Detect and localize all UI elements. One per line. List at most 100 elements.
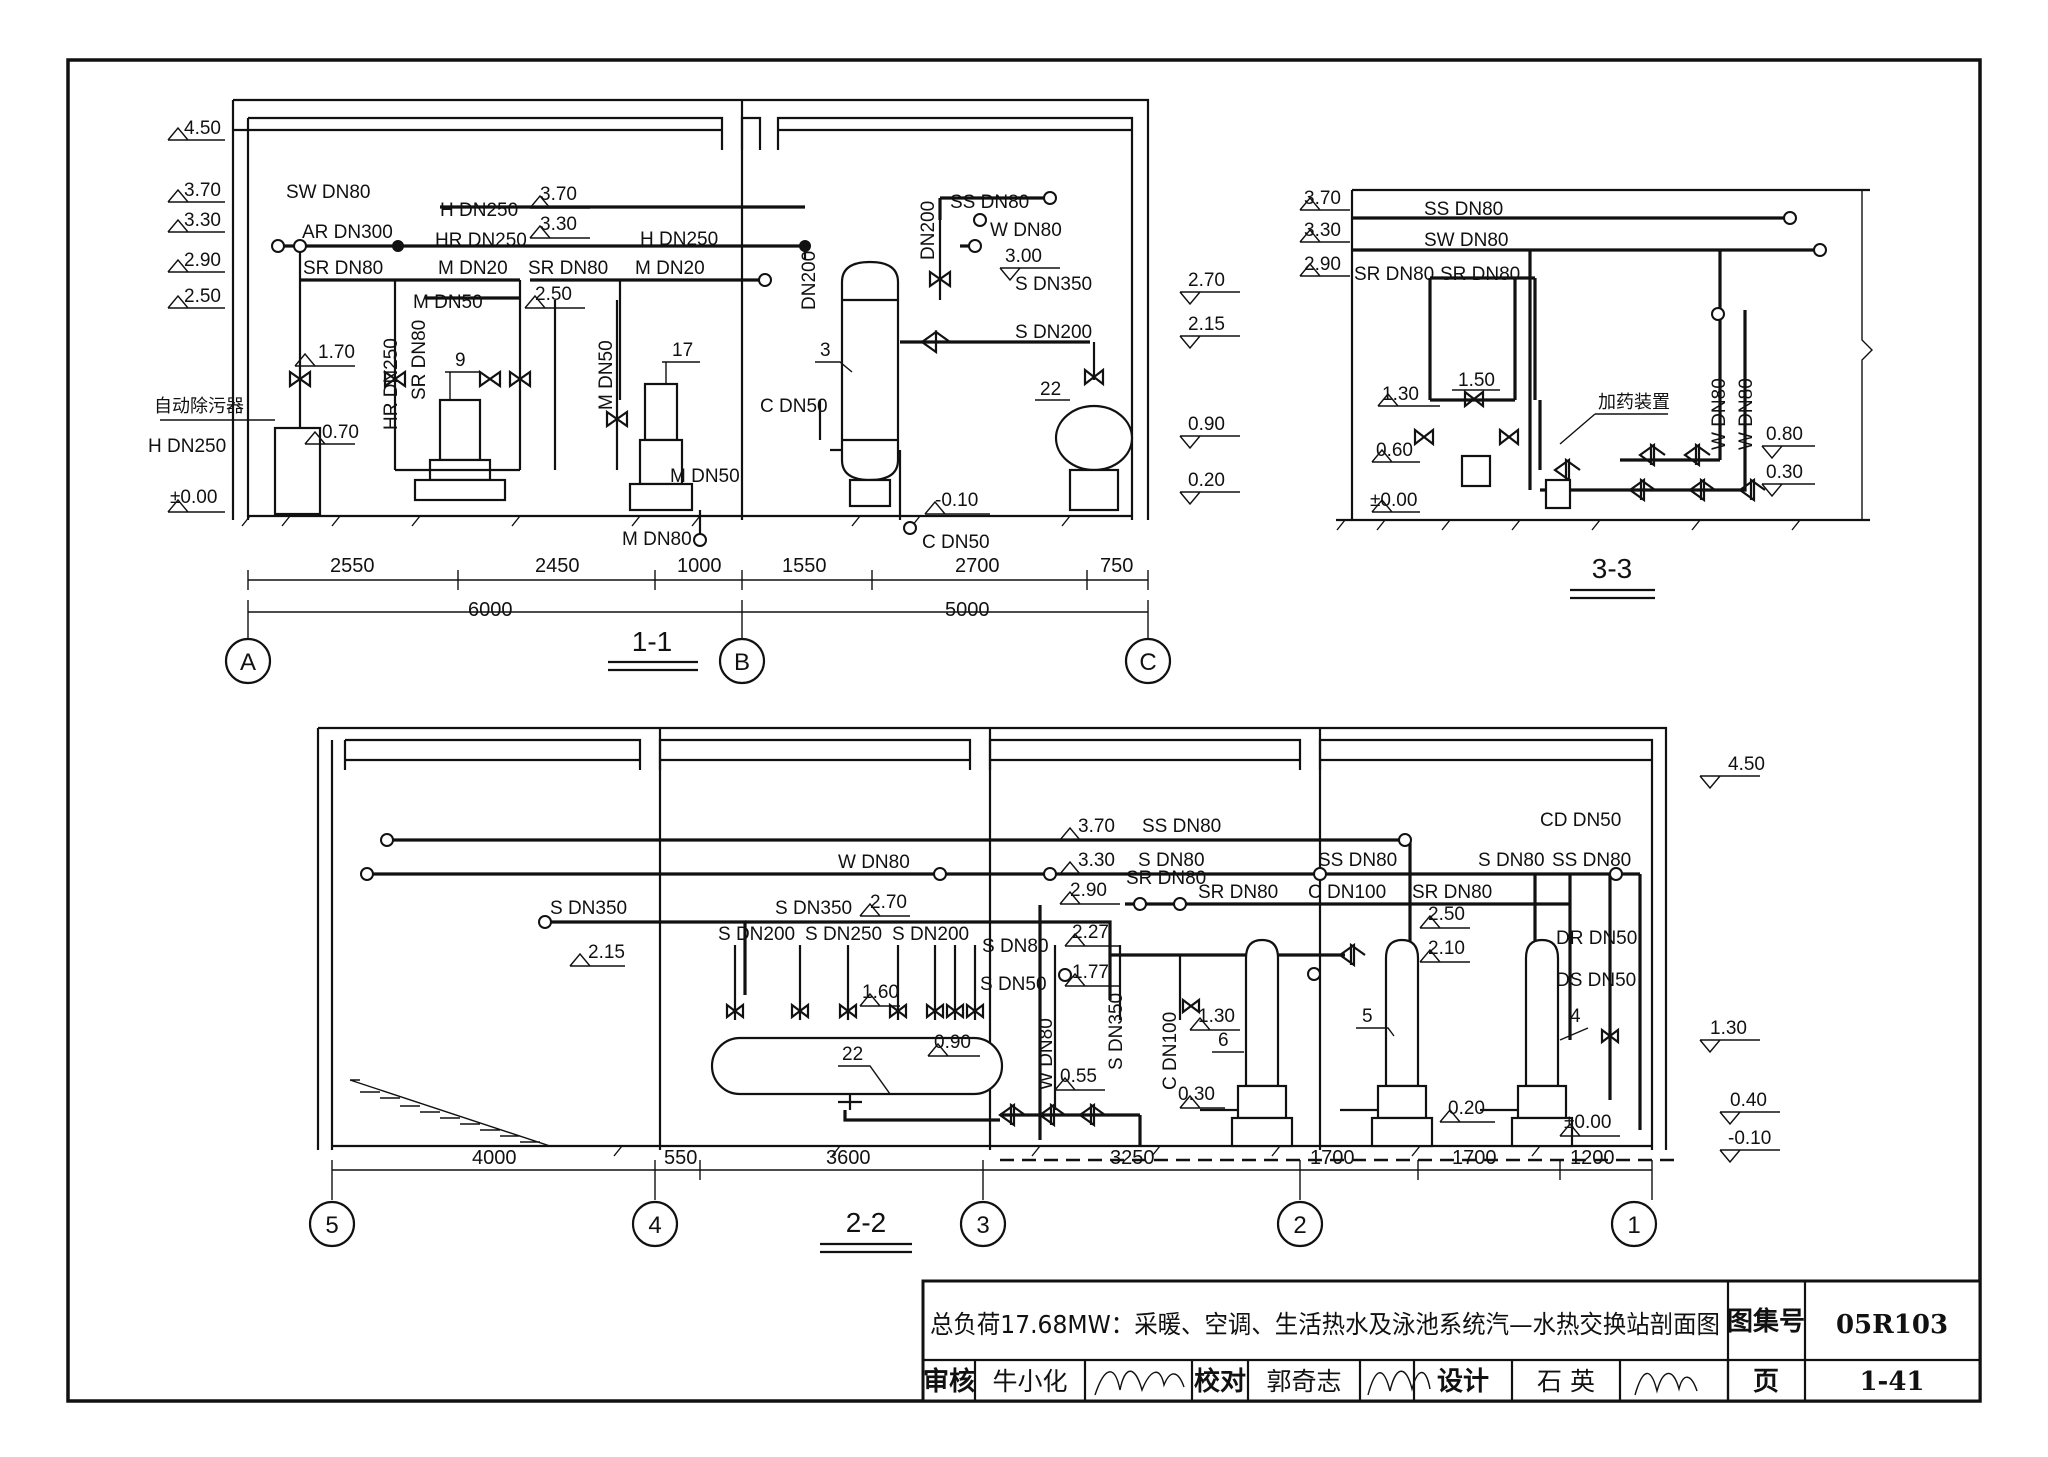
dosing-device: [1544, 478, 1572, 510]
elev-2-2-030: 0.30: [1178, 1084, 1215, 1105]
label-2-2-sr-dn80-a: SR DN80: [1126, 868, 1206, 889]
label-2-2-s-dn50: S DN50: [980, 974, 1047, 995]
pump-17: [628, 382, 694, 512]
dim-2-2-550: 550: [664, 1147, 697, 1169]
label-m-dn20-b: M DN20: [635, 258, 705, 279]
label-2-2-s-dn200-b: S DN200: [892, 924, 969, 945]
design-label: 设计: [1437, 1367, 1489, 1397]
pump-9: [395, 398, 520, 502]
dim-2-2-3250: 3250: [1110, 1147, 1155, 1169]
label-2-2-s-dn350-vertical: S DN350: [1106, 993, 1127, 1070]
level-3-3-030: 0.30: [1766, 462, 1803, 483]
label-s-dn350: S DN350: [1015, 274, 1092, 295]
label-2-2-w-dn80-top: W DN80: [838, 852, 910, 873]
auto-filter: [273, 426, 322, 516]
dim-2-2-1200: 1200: [1570, 1147, 1615, 1169]
elev-1-1-250: 2.50: [535, 284, 572, 305]
hx-5-label: 5: [1362, 1006, 1373, 1027]
label-w-dn80: W DN80: [990, 220, 1062, 241]
label-dn200-a: DN200: [799, 251, 820, 310]
dim-2-2-1700-a: 1700: [1310, 1147, 1355, 1169]
section-3-3-title: 3-3: [1592, 553, 1632, 584]
label-hr-dn250: HR DN250: [435, 230, 527, 251]
axis-4: 4: [648, 1212, 661, 1239]
dim-1-1-1550: 1550: [782, 555, 827, 577]
heat-exchanger-4: [1510, 938, 1574, 1148]
label-2-2-dr-dn50: DR DN50: [1556, 928, 1637, 949]
label-c-dn50-b: C DN50: [922, 532, 990, 553]
label-2-2-s-dn350-b: S DN350: [775, 898, 852, 919]
label-c-dn50-a: C DN50: [760, 396, 828, 417]
elev-1-1-170: 1.70: [318, 342, 355, 363]
label-sw-dn80: SW DN80: [286, 182, 370, 203]
elev-1-1-m010: -0.10: [935, 490, 978, 511]
dim-1-1-2550: 2550: [330, 555, 375, 577]
label-2-2-ds-dn50: DS DN50: [1556, 970, 1636, 991]
label-h-dn250-low: H DN250: [148, 436, 226, 457]
drawing-title: 总负荷17.68MW：采暖、空调、生活热水及泳池系统汽—水热交换站剖面图: [930, 1310, 1720, 1339]
elev-2-2-270: 2.70: [870, 892, 907, 913]
pump-9-label: 9: [455, 350, 466, 371]
dim-2-2-1700-b: 1700: [1452, 1147, 1497, 1169]
level-1-1-215: 2.15: [1188, 314, 1225, 335]
level-1-1-370: 3.70: [184, 180, 221, 201]
level-1-1-250: 2.50: [184, 286, 221, 307]
axis-a: A: [240, 649, 256, 676]
label-2-2-s-dn250: S DN250: [805, 924, 882, 945]
dim-1-1-2700: 2700: [955, 555, 1000, 577]
level-3-3-130: 1.30: [1382, 384, 1419, 405]
label-2-2-s-dn200: S DN200: [718, 924, 795, 945]
hx-4-label: 4: [1570, 1006, 1581, 1027]
elev-2-2-130: 1.30: [1198, 1006, 1235, 1027]
elev-2-2-290: 2.90: [1070, 880, 1107, 901]
label-3-3-w-dn80-a: W DN80: [1709, 378, 1730, 450]
label-2-2-s-dn80-c: S DN80: [982, 936, 1049, 957]
level-1-1-450: 4.50: [184, 118, 221, 139]
heat-exchanger-5: [1370, 938, 1434, 1148]
label-sr-dn80-b: SR DN80: [528, 258, 608, 279]
elev-2-2-055: 0.55: [1060, 1066, 1097, 1087]
tank-22: [1054, 404, 1134, 512]
elev-1-1-330: 3.30: [540, 214, 577, 235]
elev-2-2-210: 2.10: [1428, 938, 1465, 959]
elev-2-2-000: ±0.00: [1564, 1112, 1611, 1133]
elev-3-3-150: 1.50: [1458, 370, 1495, 391]
checker-name: 郭奇志: [1266, 1367, 1341, 1396]
page-no: 1-41: [1859, 1367, 1924, 1397]
level-3-3-060: 0.60: [1376, 440, 1413, 461]
section-2-2: 4.50 1.30 0.40 -0.10: [308, 726, 1780, 1254]
axis-1: 1: [1627, 1212, 1640, 1239]
elev-2-2-250: 2.50: [1428, 904, 1465, 925]
atlas-no: 05R103: [1836, 1310, 1948, 1340]
level-1-1-290: 2.90: [184, 250, 221, 271]
label-m-dn50-vertical: M DN50: [596, 340, 617, 410]
section-3-3: 3.70 3.30 2.90 1.30 0.60 ±0.00 0.80 0.30: [1299, 188, 1873, 600]
elev-2-2-177: 1.77: [1072, 962, 1109, 983]
elev-2-2-370: 3.70: [1078, 816, 1115, 837]
designer-signature: [1634, 1372, 1698, 1396]
label-3-3-ss-dn80: SS DN80: [1424, 199, 1503, 220]
label-m-dn50: M DN50: [413, 292, 483, 313]
label-s-dn200: S DN200: [1015, 322, 1092, 343]
dim-1-1-1000: 1000: [677, 555, 722, 577]
dim-2-2-3600: 3600: [826, 1147, 871, 1169]
label-ss-dn80: SS DN80: [950, 192, 1029, 213]
level-3-3-000: ±0.00: [1370, 490, 1417, 511]
heat-exchanger-3: [840, 260, 900, 508]
label-dn200-b: DN200: [918, 201, 939, 260]
dosing-device-label: 加药装置: [1598, 392, 1670, 412]
heat-exchanger-6: [1230, 938, 1294, 1148]
label-sr-dn80-vertical: SR DN80: [409, 320, 430, 400]
label-3-3-w-dn80-b: W DN80: [1736, 378, 1757, 450]
label-m-dn20-a: M DN20: [438, 258, 508, 279]
level-1-1-330: 3.30: [184, 210, 221, 231]
elev-2-2-160: 1.60: [862, 982, 899, 1003]
elev-2-2-215: 2.15: [588, 942, 625, 963]
tank-22-2-2-label: 22: [842, 1044, 863, 1065]
check-label: 校对: [1194, 1366, 1246, 1397]
label-2-2-w-dn80-vertical: W DN80: [1036, 1018, 1057, 1090]
label-2-2-c-dn100: C DN100: [1308, 882, 1386, 903]
label-2-2-s-dn80: S DN80: [1138, 850, 1205, 871]
label-2-2-ss-dn80-b: SS DN80: [1552, 850, 1631, 871]
